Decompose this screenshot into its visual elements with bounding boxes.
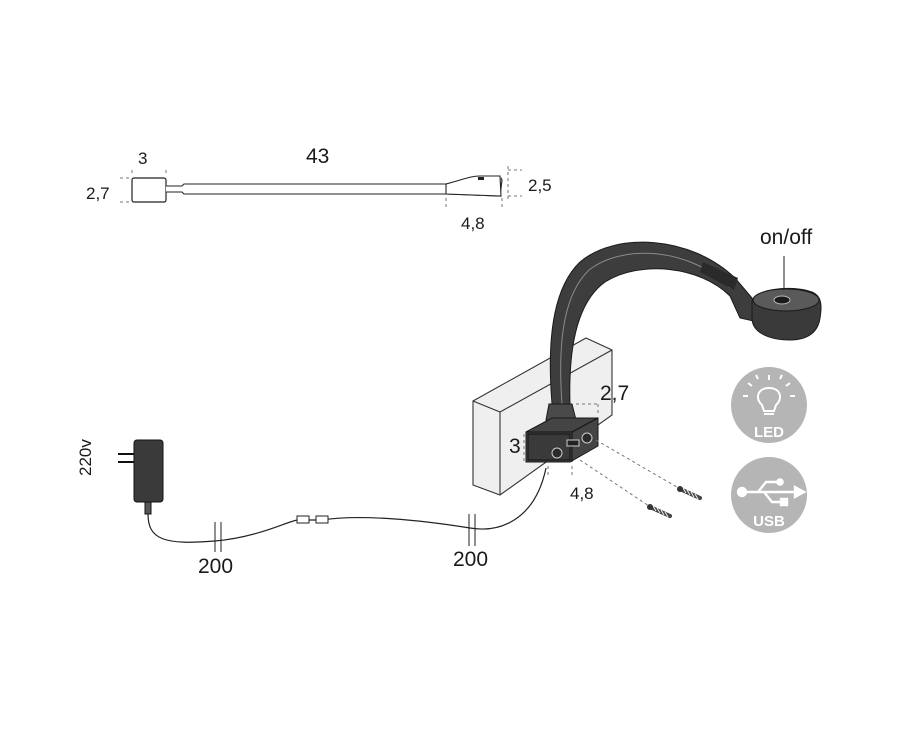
base-dimmer-icon [551,447,563,459]
top-view-width-label: 3 [138,149,147,168]
screw-icon-2 [647,504,672,518]
top-view-tip-length-label: 4,8 [461,214,485,233]
on-off-label: on/off [760,226,812,249]
cable-connector-male [296,515,310,524]
wall-panel [472,337,613,496]
top-view: 3 43 2,7 2,5 4,8 [86,145,552,233]
base-width-label: 2,7 [600,382,629,405]
cable-segment-2-label: 200 [453,548,488,571]
cable-connector-female [315,515,329,524]
top-view-base [131,177,167,203]
lamp-perspective: on/off 2,7 3 4,8 [472,226,822,518]
usb-badge: USB [731,457,807,533]
power-adapter [133,439,164,503]
top-view-length-label: 43 [306,145,329,168]
bulb-icon [743,374,795,415]
base-height-label: 3 [509,435,521,458]
screw-icon-1 [677,486,702,500]
led-badge: LED [731,367,807,443]
on-off-switch-icon [773,295,791,305]
power-cable: 220v 200 200 [76,439,547,578]
usb-icon [736,478,807,507]
voltage-label: 220v [76,439,95,476]
usb-port-icon [566,439,580,447]
top-view-height-label: 2,7 [86,184,110,203]
usb-badge-label: USB [753,513,785,530]
top-view-tip-height-label: 2,5 [528,176,552,195]
led-badge-label: LED [754,424,784,441]
base-screw-icon [581,432,593,444]
cable-segment-1-label: 200 [198,555,233,578]
base-depth-label: 4,8 [570,484,594,503]
